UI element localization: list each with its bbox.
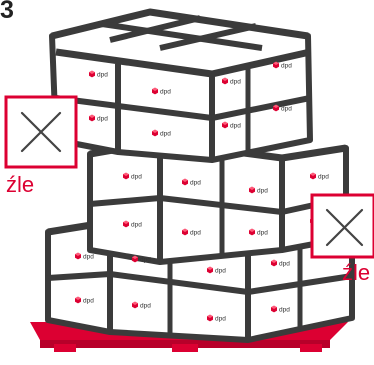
figure-number: 3 [0, 0, 14, 23]
wrong-label-right: źle [342, 262, 370, 284]
wrong-label-left: źle [6, 174, 34, 196]
box-layer-top [52, 12, 310, 160]
wrong-marker-right [312, 195, 374, 257]
wrong-marker-left [6, 97, 76, 167]
